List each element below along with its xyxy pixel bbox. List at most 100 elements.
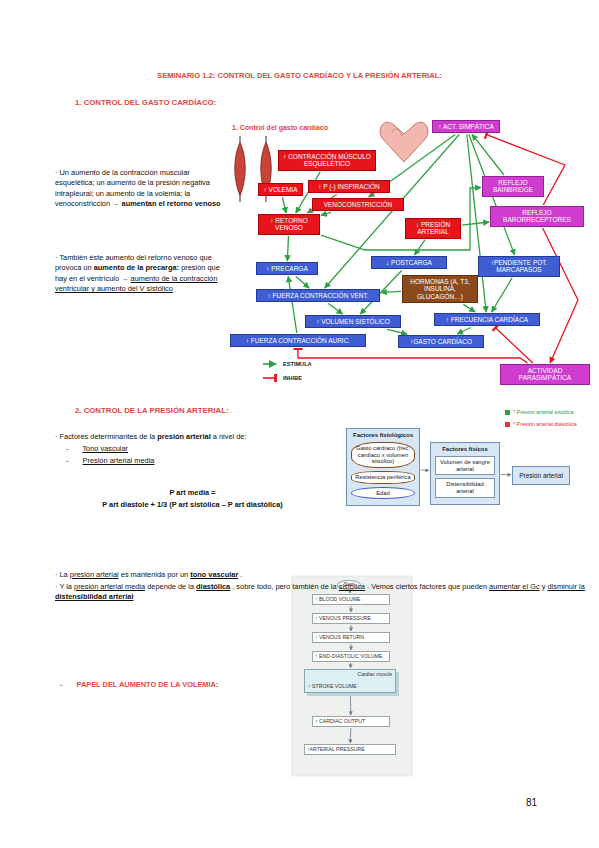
process-box: REFLEJO BAINBRIDGE	[482, 176, 544, 197]
legend-item: ESTIMULA	[262, 360, 312, 368]
connector-arrow	[501, 474, 511, 475]
process-box: ACTIVIDAD PARASIMPÁTICA	[500, 364, 590, 385]
process-box: ↑ CONTRACCIÓN MÚSCULO ESQUELÉTICO	[278, 150, 376, 171]
connector-arrow	[543, 228, 578, 363]
text-block: · Un aumento de la contracción muscular …	[55, 168, 227, 209]
text-label: 81	[526, 797, 537, 808]
inner-box: Volumen de sangre arterial	[435, 456, 495, 475]
heart-drawing	[380, 122, 428, 162]
node-text: ↑ FUERZA CONTRACCIÓN AURIC.	[234, 337, 362, 344]
text-block: · Factores determinantes de la presión a…	[55, 432, 340, 442]
node-text: REFLEJO BARORRECEPTORES	[494, 209, 580, 224]
connector-arrow	[457, 327, 471, 334]
text-label: presión arterial	[157, 432, 210, 441]
text-block: - Tono vascular	[66, 444, 266, 454]
connector-arrow	[381, 291, 401, 292]
connector-arrow	[351, 606, 352, 612]
process-box: ↑ RETORNO VENOSO	[258, 214, 320, 235]
process-box: Cardiac muscle↑ STROKE VOLUME	[304, 669, 396, 693]
text-label: aumentar el Gc	[489, 582, 540, 591]
process-box: ↑PENDIENTE POT. MARCAPASOS	[478, 256, 560, 277]
text-label: aumentan el retorno venoso	[122, 199, 221, 208]
legend-text: INHIBE	[283, 375, 302, 381]
text-label: 2. CONTROL DE LA PRESIÓN ARTERIAL:	[75, 406, 229, 415]
process-box: ↑ FUERZA CONTRACCIÓN AURIC.	[230, 334, 366, 347]
text-label: 1. CONTROL DEL GASTO CARDÍACO:	[75, 98, 216, 107]
node-text: ↑ VENOUS RETURN	[315, 635, 387, 641]
connector-arrow	[328, 303, 342, 314]
text-block: 1. CONTROL DEL GASTO CARDÍACO:	[75, 98, 375, 109]
text-label: P art media =	[169, 488, 215, 497]
text-label: P art diastole + 1/3 (P art sistólica – …	[102, 500, 283, 509]
process-box: ↑ARTERIAL PRESSURE	[304, 744, 396, 755]
node-text: Distensibilidad arterial	[438, 481, 492, 494]
connector-arrow	[296, 276, 309, 288]
legend-item: * Presión arterial sistólica	[505, 409, 574, 415]
text-label: , sobre todo, pero también de la	[232, 582, 336, 591]
inner-box: Distensibilidad arterial	[435, 478, 495, 497]
text-label: a nivel de:	[213, 432, 247, 441]
legend-text: ESTIMULA	[283, 361, 312, 367]
page-title: SEMINARIO 1.2: CONTROL DEL GASTO CARDÍAC…	[0, 71, 599, 82]
connector-arrow	[421, 469, 429, 471]
connector-arrow	[282, 197, 286, 213]
legend-text: * Presión arterial sistólica	[513, 409, 574, 415]
text-block: - PAPEL DEL AUMENTO DE LA VOLEMIA:	[60, 680, 260, 690]
connector-arrow	[351, 644, 352, 650]
legend-text: * Presión arterial diastólica	[513, 421, 577, 427]
legend-sample	[262, 374, 280, 382]
text-label: presión arterial media	[74, 582, 145, 591]
node-text: ↑ FRECUENCIA CARDÍACA	[438, 316, 536, 323]
node-text: Resistencia periférica	[354, 474, 412, 481]
node-text: Presión arterial	[516, 472, 566, 479]
text-label: distensibilidad arterial	[55, 592, 133, 601]
text-block: - Presión arterial media	[66, 456, 266, 466]
node-text: ↑ VOLUMEN SISTÓLICO	[309, 318, 397, 325]
connector-arrow	[463, 304, 475, 312]
node-text: ↑PENDIENTE POT. MARCAPASOS	[482, 259, 556, 274]
text-label: -	[60, 680, 62, 689]
connector-arrow	[321, 212, 331, 215]
text-block: P art diastole + 1/3 (P art sistólica – …	[40, 500, 345, 510]
node-text: ↑ CARDIAC OUTPUT	[315, 719, 387, 725]
node-text: ↑ END-DIASTOLIC VOLUME	[315, 654, 387, 660]
text-label: · Factores determinantes de la	[55, 432, 155, 441]
text-label: depende de la	[147, 582, 194, 591]
node-text: Gasto cardíaco (frec. cardíaco x volumen…	[354, 445, 412, 465]
connector-arrow	[351, 625, 352, 631]
text-label: sistólica	[339, 582, 365, 591]
process-box: ↑ P (-) INSPIRACIÓN	[308, 180, 390, 193]
text-label: -	[66, 444, 68, 453]
process-box: ↑GASTO CARDÍACO	[398, 335, 484, 348]
process-box: ↑ FUERZA CONTRACCIÓN VENT.	[256, 289, 380, 302]
process-box: ↓ PRESIÓN ARTERIAL	[405, 218, 461, 239]
legend-sample	[262, 360, 280, 368]
text-block: · También éste aumento del retorno venos…	[55, 253, 227, 294]
text-block: 81	[526, 796, 556, 810]
text-block: 1. Control del gasto cardíaco	[232, 123, 382, 133]
text-label: . Vemos ciertos factores que pueden	[367, 582, 487, 591]
process-box: REFLEJO BARORRECEPTORES	[490, 206, 584, 227]
process-box: Factores fisiológicosGasto cardíaco (fre…	[346, 428, 420, 506]
process-box: ↓ POSTCARGA	[371, 256, 447, 269]
node-text: ↑ BLOOD VOLUME	[315, 597, 387, 603]
text-label: · Y la	[55, 582, 72, 591]
node-text: ↑ARTERIAL PRESSURE	[307, 747, 393, 753]
text-label: diastólica	[196, 582, 230, 591]
connector-arrow	[387, 329, 407, 334]
process-box: Factores físicosVolumen de sangre arteri…	[430, 442, 500, 505]
process-box: HORMONAS (A, T3, INSULINA, GLUCAGÓN…)	[402, 275, 478, 303]
text-label: .	[240, 570, 242, 579]
text-label: Tono vascular	[82, 444, 128, 453]
text-label: Presión arterial media	[83, 456, 155, 465]
text-label: -	[66, 456, 68, 465]
connector-arrow	[287, 236, 288, 261]
flowchart-panel	[292, 576, 412, 776]
process-box: ↑ VENOUS RETURN	[312, 632, 390, 643]
node-text: REFLEJO BAINBRIDGE	[486, 179, 540, 194]
process-box: ↑ ACT. SIMPÁTICA	[432, 120, 500, 133]
node-text: ↑ PRECARGA	[260, 265, 314, 272]
text-block: 2. CONTROL DE LA PRESIÓN ARTERIAL:	[75, 406, 375, 417]
process-box: ↑ CARDIAC OUTPUT	[312, 716, 390, 727]
connector-arrow	[414, 240, 425, 255]
